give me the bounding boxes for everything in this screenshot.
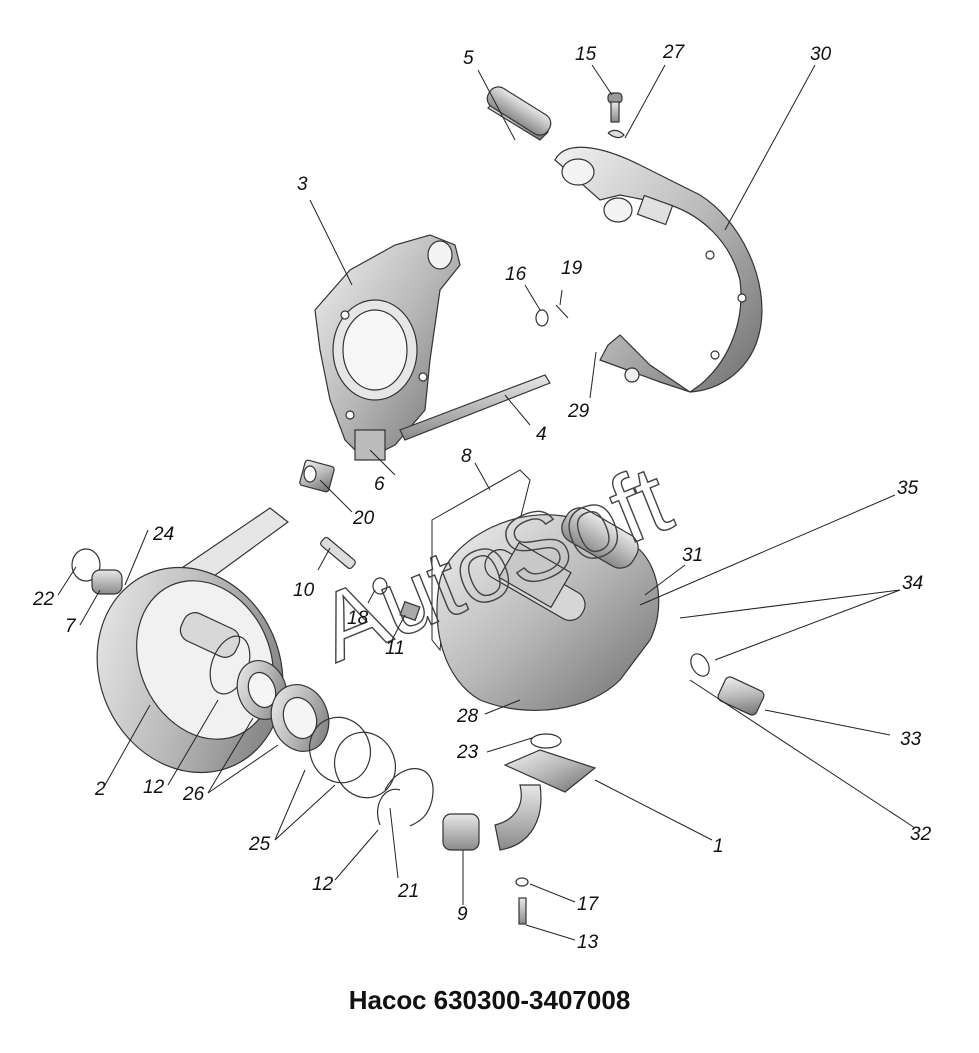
callout-2: 2 xyxy=(94,779,106,800)
diagram-caption: Насос 630300-3407008 xyxy=(348,985,631,1015)
callout-30: 30 xyxy=(810,44,832,65)
part-26-bearings xyxy=(236,660,330,752)
part-12-circlip xyxy=(377,788,401,826)
callout-35: 35 xyxy=(897,478,919,499)
part-7-bushing xyxy=(91,569,123,595)
part-5-pin xyxy=(486,86,552,141)
callout-8: 8 xyxy=(461,446,472,467)
callout-17: 17 xyxy=(577,894,600,915)
part-15-bolt xyxy=(607,92,623,123)
callout-21: 21 xyxy=(397,881,419,902)
callout-11: 11 xyxy=(385,638,405,659)
part-17-washer xyxy=(515,877,529,887)
part-10-key xyxy=(320,536,356,570)
part-1-elbow-pipe xyxy=(494,749,597,851)
callout-26: 26 xyxy=(182,784,205,805)
callout-34: 34 xyxy=(902,573,923,594)
callout-6: 6 xyxy=(374,474,385,495)
callout-31: 31 xyxy=(682,545,703,566)
callout-1: 1 xyxy=(713,836,724,857)
part-2-pulley xyxy=(96,566,284,774)
callout-32: 32 xyxy=(910,824,932,845)
callout-19: 19 xyxy=(561,258,583,279)
part-19-cotter-pin xyxy=(555,304,569,319)
callout-28: 28 xyxy=(456,706,479,727)
callout-4: 4 xyxy=(536,424,547,445)
part-33-fitting xyxy=(717,676,765,716)
callout-9: 9 xyxy=(457,904,468,925)
callout-33: 33 xyxy=(900,729,922,750)
callout-10: 10 xyxy=(293,580,315,601)
callout-12b: 12 xyxy=(312,874,334,895)
callout-24: 24 xyxy=(152,524,174,545)
part-18-ring xyxy=(372,577,388,595)
callout-27: 27 xyxy=(662,42,686,63)
part-16-washer xyxy=(535,309,549,327)
part-13-bolt xyxy=(518,897,527,925)
leader-lines xyxy=(57,64,916,941)
part-21-circlip xyxy=(384,768,434,827)
callout-7: 7 xyxy=(65,616,77,637)
callout-23: 23 xyxy=(456,742,479,763)
part-34-seal-ring xyxy=(690,653,710,677)
callout-12a: 12 xyxy=(143,777,165,798)
callout-5: 5 xyxy=(463,48,474,69)
callout-18: 18 xyxy=(347,608,369,629)
part-27-lock-washer xyxy=(607,129,625,139)
callout-15: 15 xyxy=(575,44,597,65)
callout-labels: 5 15 27 30 3 16 19 29 4 6 20 8 35 31 34 … xyxy=(32,42,932,953)
callout-16: 16 xyxy=(505,264,527,285)
callout-25: 25 xyxy=(248,834,271,855)
part-23-gasket xyxy=(530,733,562,749)
part-25-o-rings xyxy=(309,716,396,799)
part-28-pump-body xyxy=(436,507,660,711)
part-22-retaining-ring xyxy=(71,548,101,582)
part-9-sleeve xyxy=(442,813,480,851)
callout-29: 29 xyxy=(567,401,590,422)
callout-3: 3 xyxy=(297,174,308,195)
part-30-bracket xyxy=(554,146,763,393)
callout-20: 20 xyxy=(352,508,375,529)
callout-22: 22 xyxy=(32,589,55,610)
callout-13: 13 xyxy=(577,932,599,953)
part-3-housing xyxy=(314,234,461,461)
part-20-nut xyxy=(299,459,335,493)
part-4-shaft xyxy=(399,374,551,441)
